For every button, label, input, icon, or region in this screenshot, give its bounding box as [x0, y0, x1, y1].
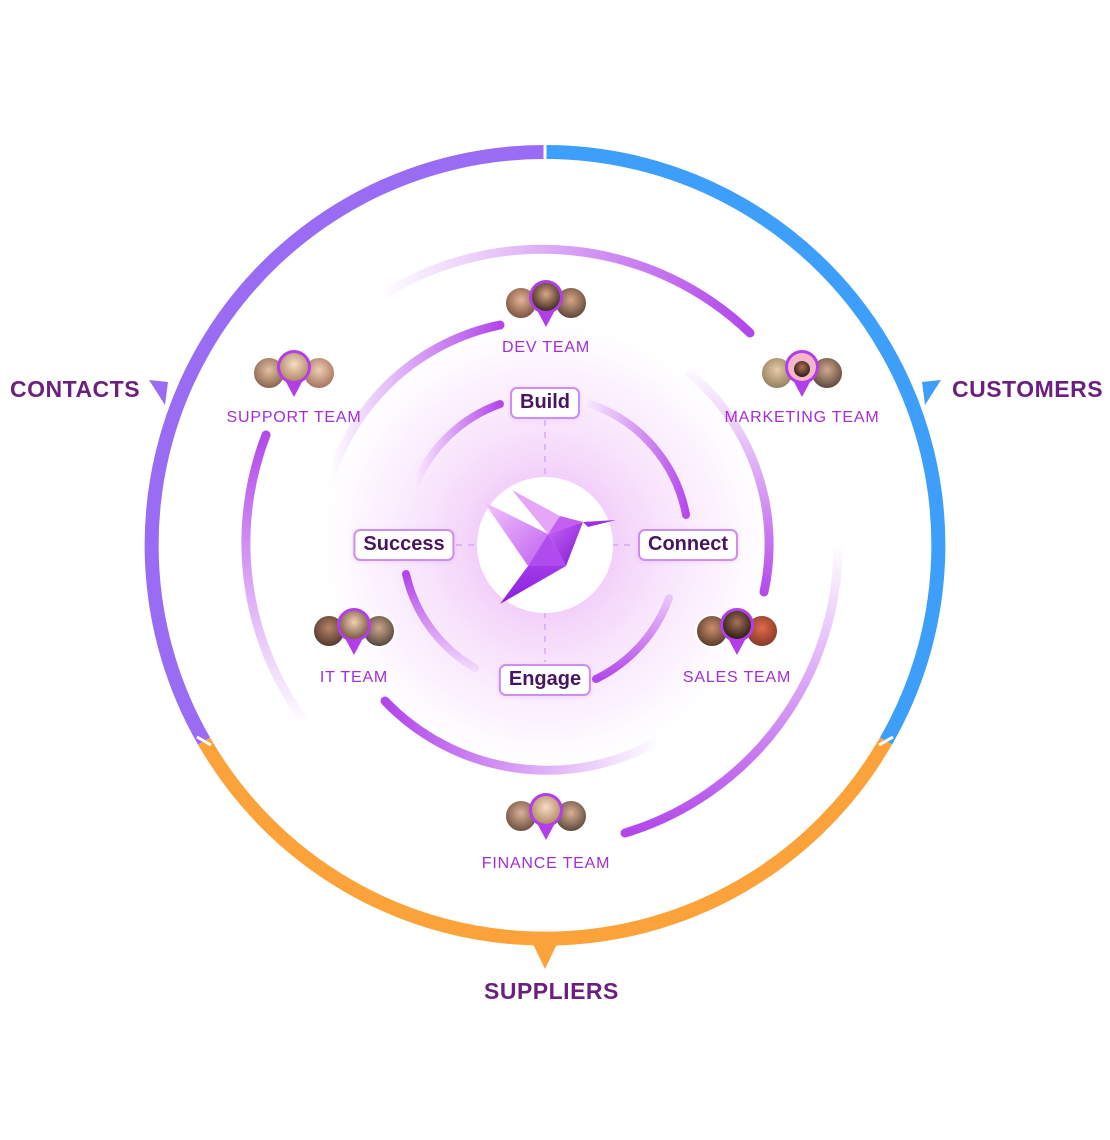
map-pin-icon	[277, 350, 311, 397]
marketing-team-avatars[interactable]	[754, 350, 850, 406]
finance-arc	[620, 540, 843, 838]
suppliers-ring-segment	[197, 737, 893, 946]
contacts-ring-segment	[144, 145, 546, 745]
it-team-avatars[interactable]	[306, 608, 402, 664]
dev-arc	[325, 320, 505, 485]
it-arc	[380, 696, 665, 775]
success-stage-pill[interactable]: Success	[353, 529, 455, 561]
map-pin-icon	[529, 793, 563, 840]
build-arc	[411, 400, 504, 489]
customers-label: CUSTOMERS	[952, 376, 1104, 402]
success-arc	[402, 570, 479, 672]
finance-team-avatars[interactable]	[498, 793, 594, 849]
dev-team-label: DEV TEAM	[502, 339, 590, 356]
marketing-team-label: MARKETING TEAM	[724, 409, 880, 426]
engage-arc	[592, 594, 673, 683]
hummingbird-logo-icon	[484, 490, 616, 604]
map-pin-icon	[720, 608, 754, 655]
connect-arc	[586, 400, 690, 519]
map-pin-icon	[785, 350, 819, 397]
support-team-label: SUPPORT TEAM	[226, 409, 362, 426]
engage-stage-pill[interactable]: Engage	[498, 664, 592, 696]
contacts-label: CONTACTS	[10, 376, 141, 402]
it-team-label: IT TEAM	[319, 669, 389, 686]
support-arc	[241, 430, 308, 724]
map-pin-icon	[529, 280, 563, 327]
marketing-arc	[378, 244, 755, 338]
sales-team-avatars[interactable]	[689, 608, 785, 664]
sales-team-label: SALES TEAM	[682, 669, 792, 686]
contacts-pointer-icon	[149, 380, 168, 405]
suppliers-pointer-icon	[533, 944, 557, 969]
dev-team-avatars[interactable]	[498, 280, 594, 336]
build-stage-pill[interactable]: Build	[510, 387, 580, 419]
sales-arc	[685, 368, 774, 597]
customers-pointer-icon	[922, 380, 941, 405]
finance-team-label: FINANCE TEAM	[481, 855, 611, 872]
customers-ring-segment	[544, 145, 946, 745]
map-pin-icon	[337, 608, 371, 655]
connect-stage-pill[interactable]: Connect	[638, 529, 738, 561]
stage-connectors	[456, 420, 636, 662]
support-team-avatars[interactable]	[246, 350, 342, 406]
suppliers-label: SUPPLIERS	[484, 978, 619, 1004]
